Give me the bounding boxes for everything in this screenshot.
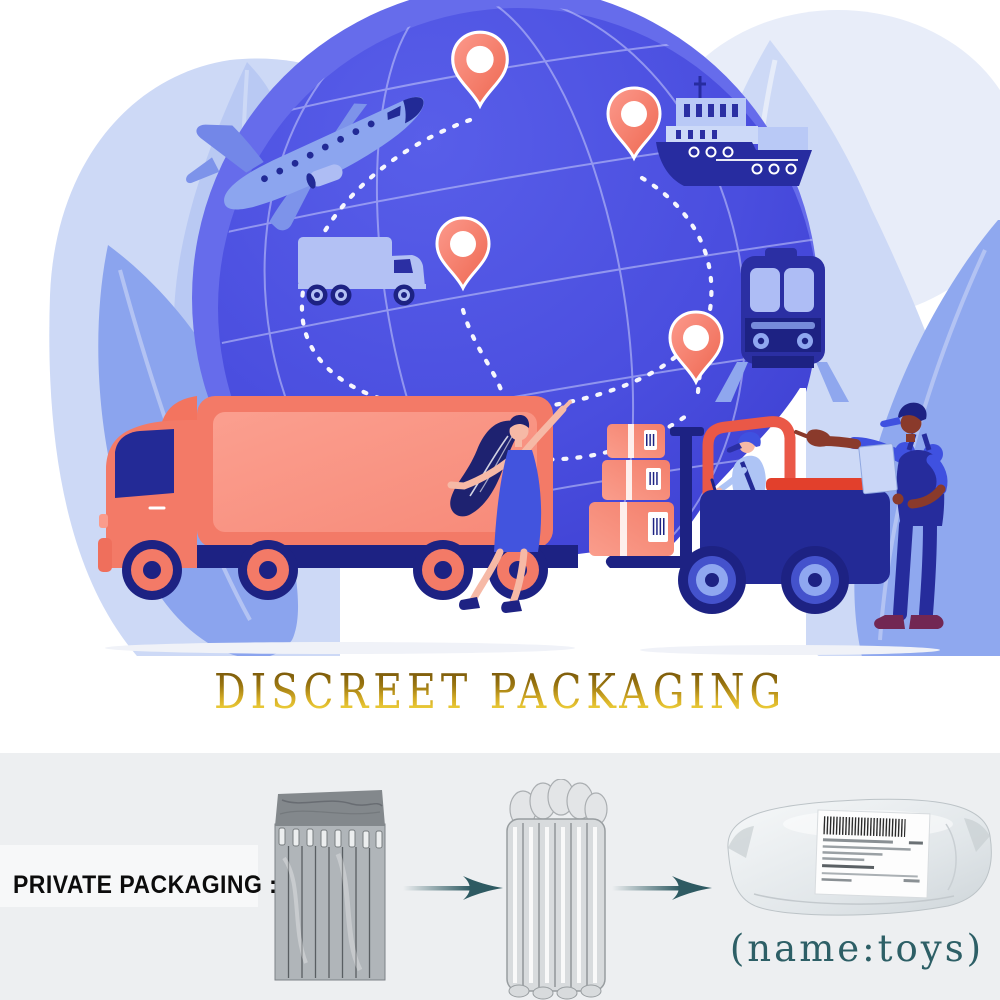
private-packaging-section: PRIVATE PACKAGING : xyxy=(0,753,1000,1000)
arrow-icon xyxy=(612,876,712,900)
label-band xyxy=(0,845,258,907)
shadow xyxy=(640,645,940,655)
air-column-bag-flat-image xyxy=(274,790,386,981)
shadow xyxy=(105,642,575,654)
woman-pointing-figure xyxy=(447,400,572,613)
air-column-bag-inflated-image xyxy=(506,779,608,1000)
private-packaging-label: PRIVATE PACKAGING : xyxy=(13,871,278,899)
freight-train-icon xyxy=(715,248,849,402)
forklift-wheels xyxy=(678,546,849,614)
page-title: DISCREET PACKAGING xyxy=(214,664,786,720)
parcel-package-image xyxy=(727,798,992,916)
arrow-icon xyxy=(403,876,503,900)
discreet-packaging-title: DISCREET PACKAGING xyxy=(214,664,786,720)
box-truck-icon xyxy=(298,237,426,306)
shipping-label xyxy=(814,809,931,899)
hero-illustration-area: DISCREET PACKAGING xyxy=(49,0,1000,720)
cargo-ship-icon xyxy=(656,76,812,186)
parcel-caption: (name:toys) xyxy=(729,927,985,970)
logistics-illustration xyxy=(49,0,1000,656)
clipboard xyxy=(858,443,898,495)
truck-wheels xyxy=(122,540,548,600)
airplane-icon xyxy=(186,96,424,231)
parcel-boxes xyxy=(589,424,674,556)
forklift xyxy=(605,416,892,614)
courier-worker xyxy=(794,402,948,629)
